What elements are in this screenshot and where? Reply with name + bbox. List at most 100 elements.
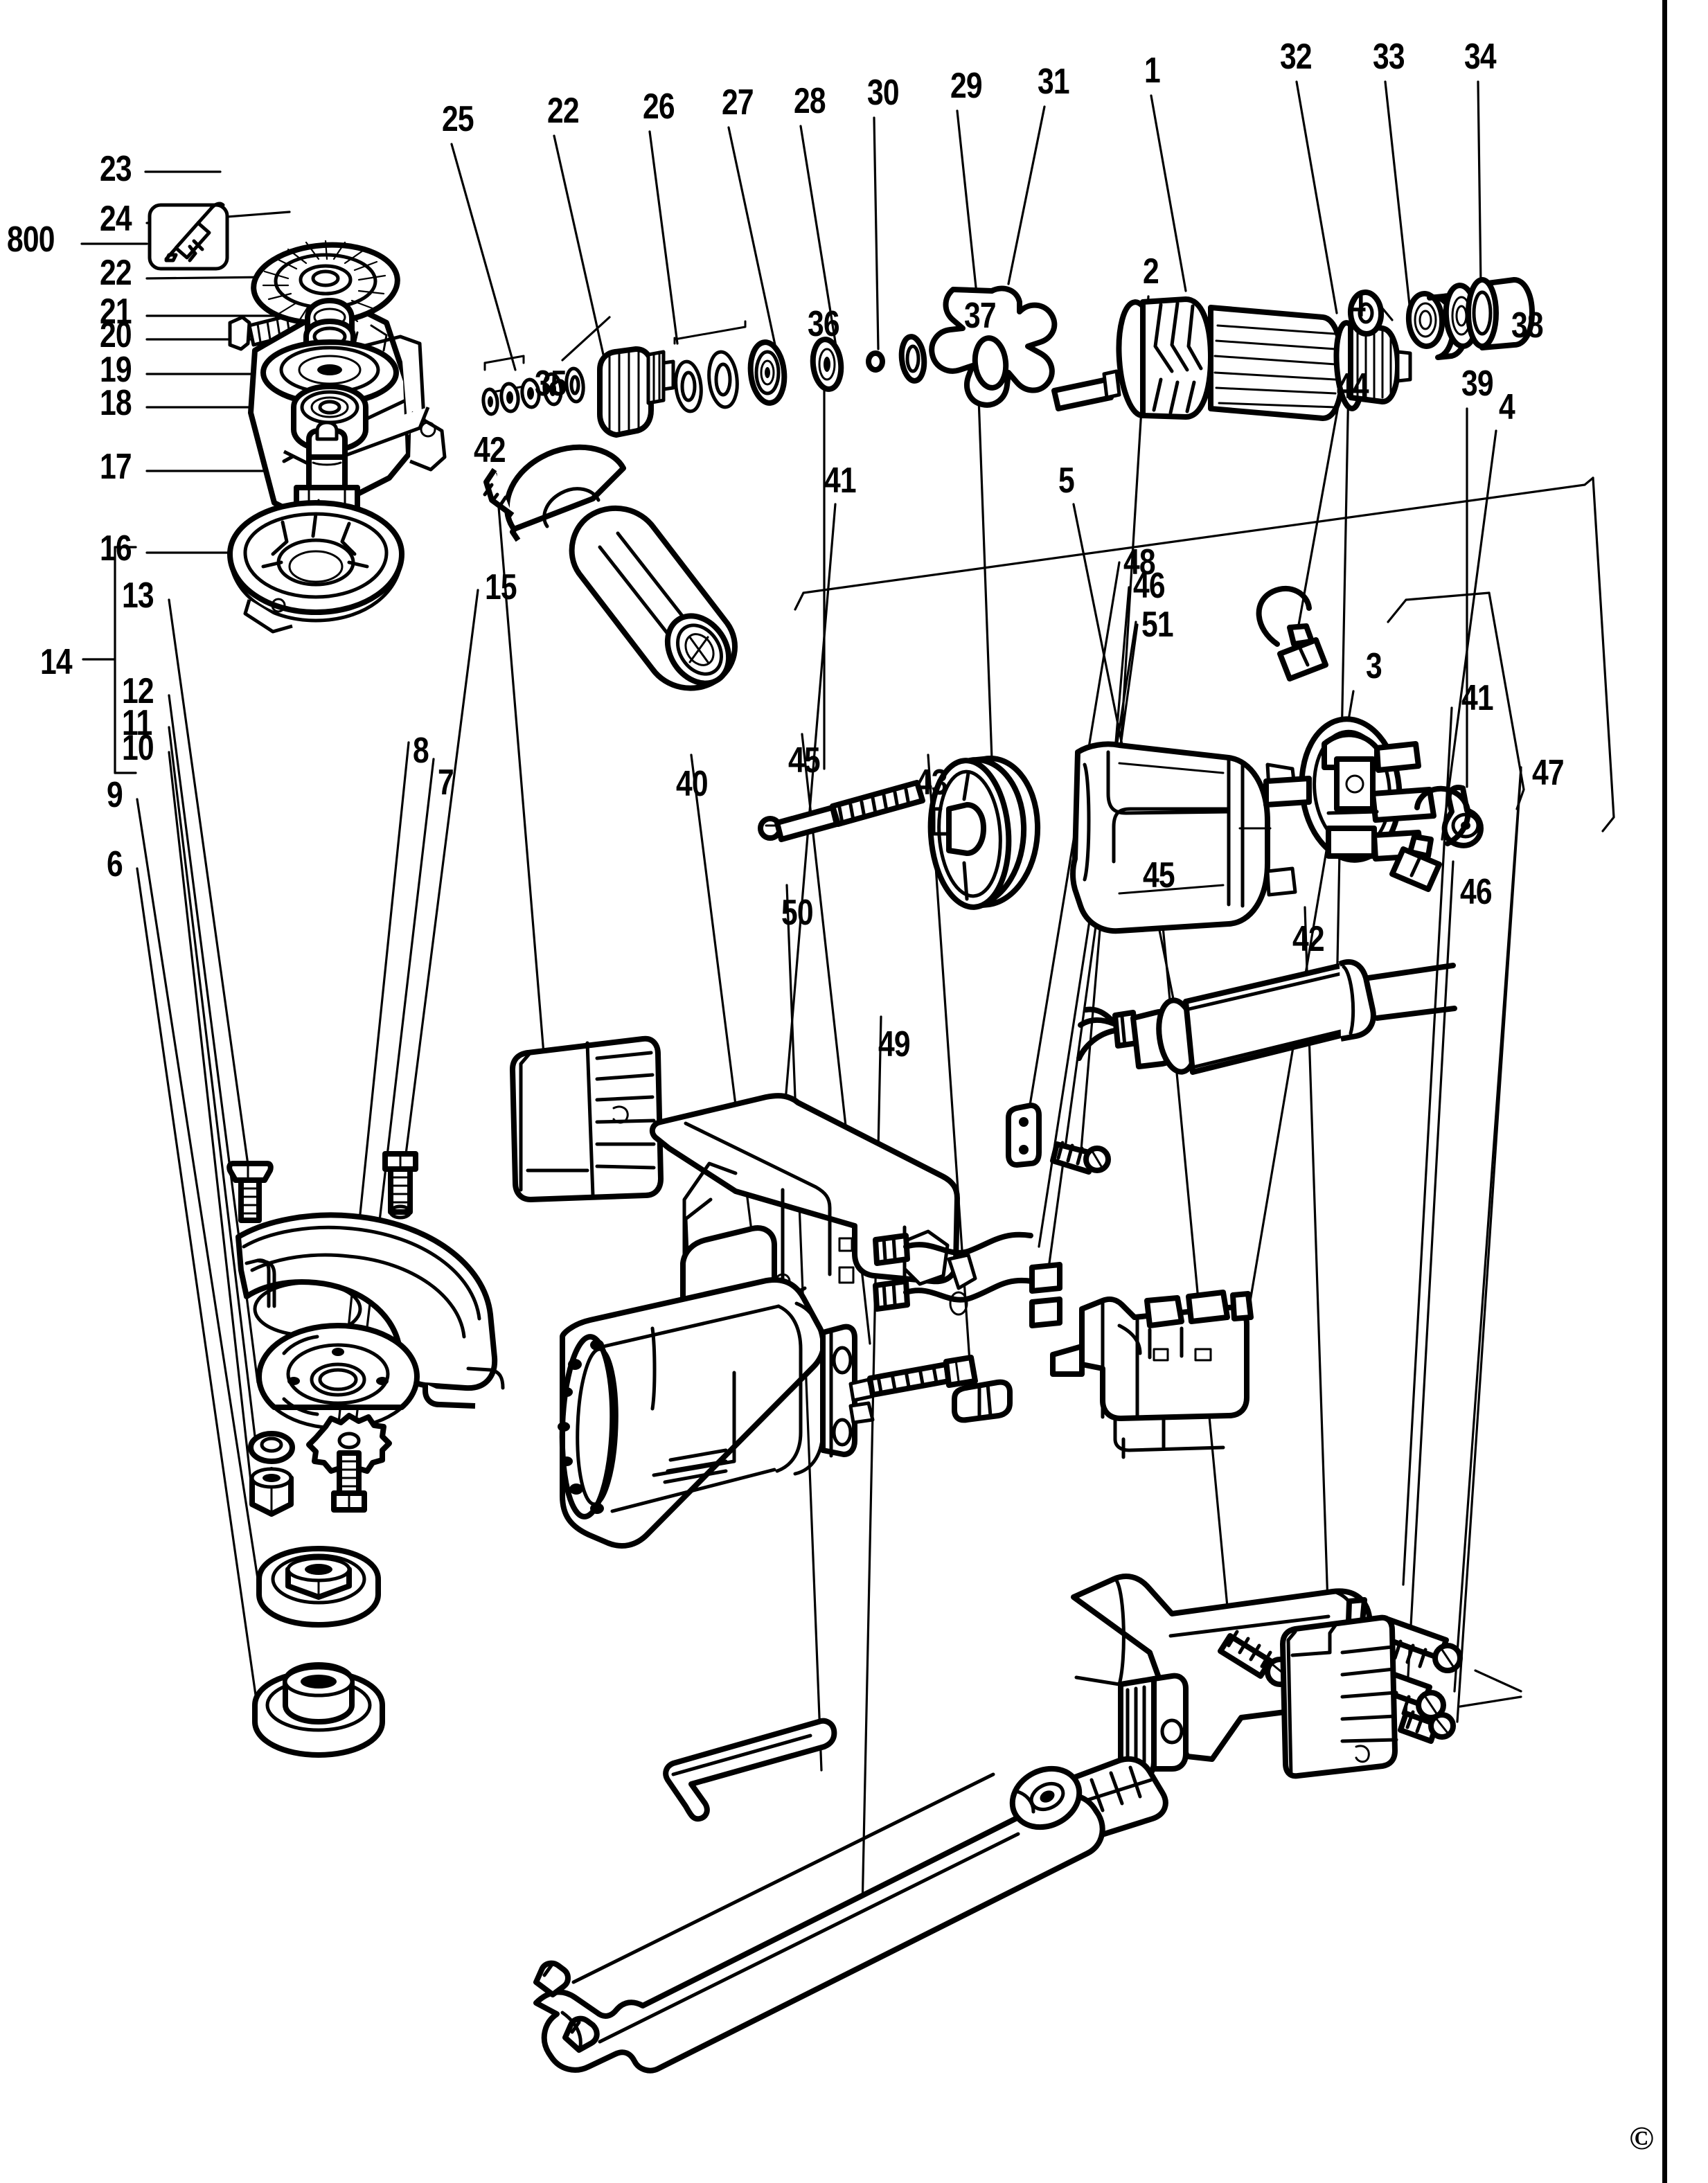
callout-label-27: 27 (722, 82, 754, 123)
callout-label-21: 21 (100, 292, 132, 332)
callout-label-18: 18 (100, 383, 132, 423)
callout-label-39: 39 (1461, 364, 1494, 404)
callout-label-12: 12 (122, 671, 154, 711)
callout-label-16: 16 (100, 528, 132, 569)
part-36-long-screw (758, 780, 925, 842)
callout-label-44: 44 (1337, 366, 1369, 407)
part-44-cord-protector (1130, 959, 1457, 1075)
callout-label-36: 36 (808, 304, 840, 344)
part-31-baffle-spider (929, 285, 1058, 408)
callout-label-9: 9 (107, 775, 123, 815)
callout-label-43: 43 (916, 763, 948, 803)
callout-label-49: 49 (878, 1024, 911, 1064)
callout-label-13: 13 (122, 576, 154, 616)
part-6-inner-flange (252, 1662, 385, 1758)
callout-label-8: 8 (413, 731, 429, 771)
part-12-guard-collar-plate (256, 1323, 420, 1430)
copyright-icon: © (1629, 2120, 1654, 2157)
callout-label-29: 29 (950, 66, 983, 106)
callout-label-31: 31 (1038, 62, 1070, 102)
page-border-right (1662, 0, 1667, 2183)
part-46-screw-lower (1398, 1710, 1456, 1744)
callout-label-32: 32 (1280, 37, 1313, 77)
callout-label-42-upper: 42 (474, 430, 506, 470)
callout-label-47: 47 (1532, 753, 1565, 793)
part-14-guard-assembly (235, 1212, 505, 1409)
part-38-brush-holder-assembly (1263, 716, 1436, 863)
part-46-screw-upper (1050, 1141, 1111, 1175)
part-9-clamp-nut (256, 1546, 381, 1628)
part-22-pinion (597, 346, 675, 438)
callout-label-3: 3 (1366, 646, 1382, 686)
callout-label-46-lower: 46 (1460, 872, 1493, 912)
callout-label-34: 34 (1464, 37, 1497, 77)
part-13-guard-screw (226, 1161, 274, 1223)
part-10-hex-nut (249, 1467, 294, 1517)
part-35-side-handle (483, 444, 738, 691)
part-26-washer-set (673, 320, 747, 413)
grease-gun-icon (148, 202, 229, 271)
part-50-hex-key (663, 1718, 837, 1822)
callout-label-22-top: 22 (547, 91, 580, 131)
callout-label-40: 40 (676, 764, 709, 804)
callout-label-46-upper: 46 (1133, 566, 1166, 606)
callout-label-10: 10 (122, 728, 154, 768)
callout-label-33: 33 (1373, 37, 1405, 77)
part-29-washer (898, 334, 927, 384)
callout-label-41-lower: 41 (1461, 678, 1494, 718)
callout-label-22-left: 22 (100, 253, 132, 293)
callout-label-4-lower: 4 (1499, 387, 1515, 427)
callout-label-30: 30 (867, 73, 900, 113)
callout-label-11: 11 (122, 703, 152, 743)
callout-label-50: 50 (781, 893, 814, 933)
callout-label-28: 28 (794, 81, 826, 121)
part-15-gear-case-screw (382, 1151, 418, 1220)
callout-label-15: 15 (485, 567, 517, 607)
callout-label-45-upper: 45 (788, 740, 821, 781)
part-3-switch-assembly (1050, 1290, 1254, 1459)
part-25-shim-set (481, 355, 585, 416)
part-27-bearing (747, 339, 788, 406)
callout-label-4-upper: 4 (1349, 285, 1366, 325)
part-42-vent-grille-lower (1280, 1614, 1398, 1779)
callout-label-42-lower: 42 (1292, 919, 1325, 959)
callout-label-25: 25 (442, 99, 474, 139)
callout-label-38: 38 (1511, 305, 1544, 346)
callout-label-2: 2 (1143, 251, 1159, 292)
part-7-screw (331, 1450, 367, 1513)
part-4-brush-clip-lower (1389, 785, 1471, 892)
callout-label-20: 20 (100, 315, 132, 355)
callout-label-19: 19 (100, 350, 132, 390)
callout-label-1: 1 (1144, 51, 1161, 91)
callout-label-37: 37 (964, 296, 997, 336)
callout-label-24: 24 (100, 199, 132, 239)
callout-label-51: 51 (1141, 605, 1174, 645)
part-4-brush-clip-upper (1256, 585, 1328, 681)
part-45-screw-middle (867, 1355, 978, 1398)
callout-label-35: 35 (535, 364, 567, 404)
part-43-strain-relief-block (952, 1379, 1013, 1423)
callout-label-7: 7 (438, 763, 454, 803)
part-42-vent-grille-upper (510, 1035, 664, 1202)
part-51-lead-wires (873, 1231, 1062, 1328)
part-1-armature-assembly (1051, 296, 1412, 421)
part-49-pin-spanner-wrench (533, 1765, 1105, 2074)
part-37-end-cap (927, 756, 1041, 910)
part-32-washer (1347, 289, 1385, 337)
part-11-washer (248, 1431, 295, 1464)
part-34-bearing-sleeve (1466, 277, 1535, 350)
part-40-motor-housing (558, 1277, 875, 1549)
callout-label-41-upper: 41 (824, 461, 857, 501)
part-48-clamp-plate (1006, 1103, 1042, 1168)
callout-label-17: 17 (100, 447, 132, 487)
callout-label-5: 5 (1058, 461, 1075, 501)
part-8-star-washer (306, 1413, 392, 1477)
part-2-field-stator (1070, 741, 1297, 934)
part-28-seal-ring (810, 337, 844, 392)
callout-label-45-lower: 45 (1143, 855, 1175, 896)
callout-label-26: 26 (643, 87, 675, 127)
callout-label-6: 6 (107, 844, 123, 884)
callout-label-23: 23 (100, 149, 132, 189)
